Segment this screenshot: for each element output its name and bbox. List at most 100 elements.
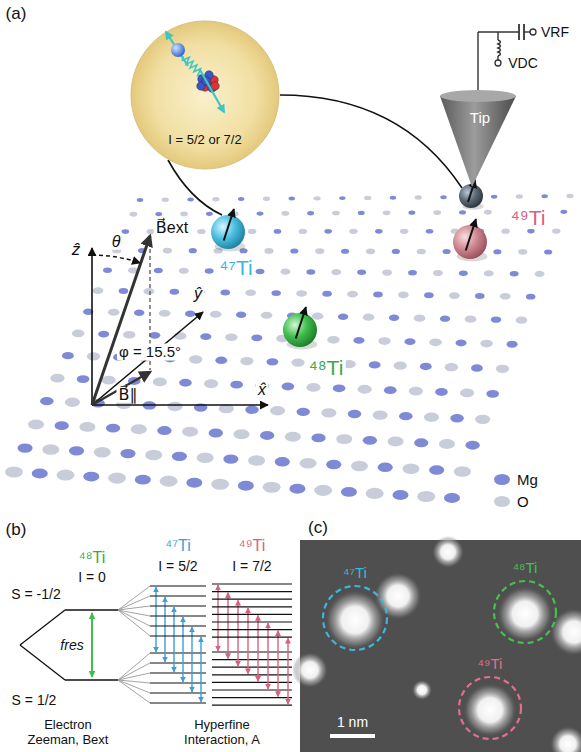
figure-label: ẑ	[70, 240, 83, 259]
hyperfine-fan	[118, 673, 150, 680]
label-anchor: ⁴⁷Ti	[217, 256, 254, 280]
adatom-blob	[463, 683, 517, 737]
o-ion	[163, 248, 172, 254]
o-ion	[108, 309, 120, 316]
hyperfine-fan	[118, 586, 150, 610]
mg-ion	[290, 248, 298, 253]
hyperfine-level	[212, 599, 292, 600]
hyperfine-level	[150, 615, 206, 616]
adatom-blobs	[292, 536, 581, 752]
o-ion	[516, 194, 523, 198]
o-ion	[131, 424, 147, 434]
transition-arrow	[287, 638, 288, 704]
mg-ion	[507, 341, 518, 348]
o-ion	[108, 473, 126, 484]
o-ion	[388, 437, 404, 447]
mg-ion	[220, 289, 230, 295]
mg-ion	[333, 384, 346, 392]
hyperfine-level	[212, 651, 292, 652]
o-ion	[291, 358, 304, 366]
figure-label: x̂	[256, 381, 268, 398]
hyperfine-level	[212, 689, 292, 690]
label-anchor: ⁴⁷Ti	[163, 537, 192, 555]
legend-text: Mg	[517, 471, 538, 488]
mg-ion	[271, 290, 281, 296]
mg-ion	[257, 211, 264, 215]
wire	[477, 32, 478, 94]
o-ion	[306, 383, 320, 392]
o-ion	[159, 310, 171, 317]
legend-text: O	[517, 493, 529, 510]
mg-ion	[55, 421, 69, 430]
stm-background	[300, 540, 581, 752]
o-ion	[65, 398, 80, 407]
atom-sphere	[283, 313, 317, 347]
tip-cone-top	[440, 90, 516, 102]
figure-label: ⁴⁹Ti	[509, 206, 548, 229]
o-ion	[313, 196, 320, 200]
mg-ion	[266, 358, 278, 365]
hyperfine-level	[212, 614, 292, 615]
mg-ion	[465, 441, 479, 450]
o-ion	[197, 452, 214, 463]
mg-ion	[357, 270, 366, 276]
x-axis	[92, 404, 268, 406]
terminal	[495, 60, 501, 66]
mg-ion	[459, 270, 468, 276]
mg-ion	[450, 414, 463, 422]
zoom-disc	[131, 21, 279, 169]
o-ion	[210, 311, 222, 318]
o-ion	[460, 389, 474, 398]
theta-arc	[92, 255, 140, 263]
o-ion	[475, 415, 490, 424]
wire	[497, 32, 498, 40]
o-ion	[358, 385, 372, 394]
mg-ion	[106, 424, 120, 433]
mg-ion	[260, 431, 274, 440]
mg-ion	[493, 249, 501, 254]
hyperfine-fan	[118, 610, 150, 626]
legend-row: O	[494, 490, 538, 512]
hyperfine-level	[212, 697, 292, 698]
o-ion	[87, 352, 100, 360]
o-ion	[327, 336, 339, 344]
mg-ion	[119, 288, 129, 294]
mg-ion	[209, 429, 223, 438]
tip-cone	[440, 96, 516, 187]
o-ion	[263, 197, 270, 201]
mg-ion	[324, 229, 332, 234]
o-ion	[414, 315, 426, 322]
mg-ion	[307, 211, 314, 215]
ring-outline	[320, 583, 390, 653]
tip-outline	[438, 88, 518, 188]
hyperfine-level	[150, 605, 206, 606]
mg-ion	[338, 313, 348, 319]
mg-ion	[245, 406, 258, 414]
hyperfine-level	[150, 635, 206, 636]
figure-label: ⁴⁸Ti	[77, 549, 107, 566]
mg-ion	[187, 198, 193, 202]
adatom-blob	[374, 572, 422, 620]
o-ion	[321, 408, 336, 417]
mg-ion	[420, 363, 432, 370]
mg-ion	[358, 211, 365, 215]
mg-ion	[491, 195, 497, 199]
o-ion	[211, 479, 229, 490]
o-ion	[454, 466, 471, 477]
hyperfine-level	[212, 591, 292, 592]
transition-arrow	[217, 585, 218, 651]
z-axis	[91, 248, 93, 405]
nucleus	[197, 71, 220, 93]
mg-ion	[455, 339, 466, 346]
o-ion	[516, 317, 528, 324]
o-ion	[5, 466, 23, 477]
o-ion	[552, 228, 560, 233]
atom-marker: ⁴⁸Ti	[491, 559, 559, 646]
transition-arrow	[247, 608, 248, 674]
o-ion	[501, 229, 509, 234]
o-ion	[409, 387, 423, 396]
o-ion	[566, 194, 573, 198]
mg-ion	[238, 197, 244, 201]
mg-ion	[274, 229, 282, 234]
label-anchor: (a)	[4, 4, 29, 24]
